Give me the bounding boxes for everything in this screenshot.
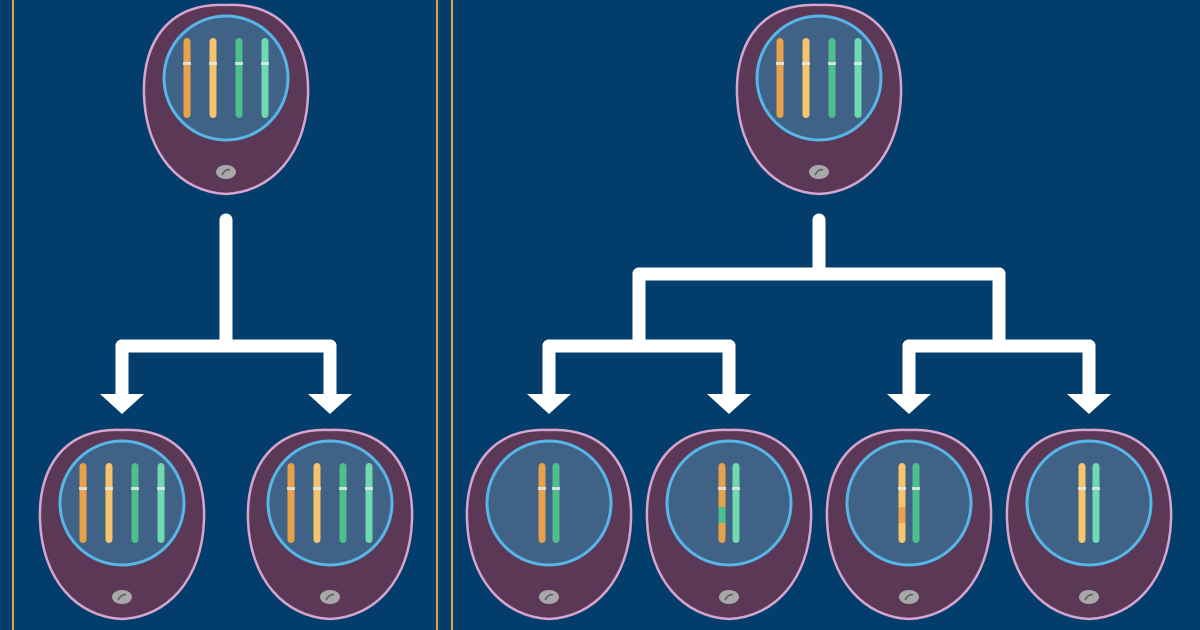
mitosis-daughter-cell [38,428,206,621]
centriole-icon [539,590,559,604]
chromosome [209,38,217,118]
centriole-icon [216,165,236,179]
centromere [552,487,560,490]
centromere [732,487,740,490]
arrow-head [308,394,352,414]
centriole-icon [112,590,132,604]
meiosis-split-arrows [542,213,1096,403]
centriole-mark [221,168,231,176]
centromere [854,62,862,65]
meiosis-parent-cell [735,3,903,196]
chromosome [287,463,295,543]
nucleus [665,439,793,567]
nucleus [755,14,883,142]
meiosis-panel-border [451,0,453,630]
chromosome [552,463,560,543]
cells-layer [38,3,1173,621]
mitosis-daughter-cell [246,428,414,621]
nucleus [162,14,290,142]
centromere [1078,487,1086,490]
centriole-icon [320,590,340,604]
centromere [261,62,269,65]
centromere [105,487,113,490]
centromere [912,487,920,490]
centriole-icon [809,165,829,179]
centromere [79,487,87,490]
centromere [157,487,165,490]
centriole-mark [814,168,824,176]
arrow-head [887,394,931,414]
centromere [339,487,347,490]
centriole-icon [899,590,919,604]
chromosome [131,463,139,543]
centromere [131,487,139,490]
centromere [898,487,906,490]
meiosis-daughter-cell [645,428,813,621]
chromosome [1078,463,1086,543]
meiosis-daughter-cell [825,428,993,621]
meiosis-daughter-cell [465,428,633,621]
centriole-icon [1079,590,1099,604]
centriole-mark [904,593,914,601]
nucleus [485,439,613,567]
centromere [1092,487,1100,490]
chromosome [235,38,243,118]
chromosome-crossover-segment [718,507,726,523]
chromosome [313,463,321,543]
chromosome [261,38,269,118]
centromere [538,487,546,490]
nucleus [266,439,394,567]
arrow-head [527,394,571,414]
chromosome [802,38,810,118]
chromosome [157,463,165,543]
centriole-mark [544,593,554,601]
chromosome [1092,463,1100,543]
centriole-mark [724,593,734,601]
arrow-head [1067,394,1111,414]
centromere [287,487,295,490]
centromere [365,487,373,490]
arrow-head [707,394,751,414]
mitosis-panel-border [12,0,438,630]
chromosome [912,463,920,543]
centromere [828,62,836,65]
chromosome [732,463,740,543]
chromosome [854,38,862,118]
chromosome [79,463,87,543]
centriole-mark [1084,593,1094,601]
centriole-mark [117,593,127,601]
centromere [209,62,217,65]
nucleus [58,439,186,567]
centriole-icon [719,590,739,604]
centromere [776,62,784,65]
mitosis-parent-cell [142,3,310,196]
arrow-head [100,394,144,414]
chromosome-crossover-segment [898,507,906,523]
nucleus [845,439,973,567]
chromosome [538,463,546,543]
chromosome [776,38,784,118]
chromosome [898,463,906,543]
chromosome [183,38,191,118]
centromere [718,487,726,490]
centriole-mark [325,593,335,601]
centromere [183,62,191,65]
centromere [313,487,321,490]
chromosome [339,463,347,543]
chromosome [718,463,726,543]
chromosome [105,463,113,543]
nucleus [1025,439,1153,567]
meiosis-daughter-cell [1005,428,1173,621]
chromosome [828,38,836,118]
centromere [802,62,810,65]
centromere [235,62,243,65]
chromosome [365,463,373,543]
mitosis-split-arrows [115,213,337,403]
